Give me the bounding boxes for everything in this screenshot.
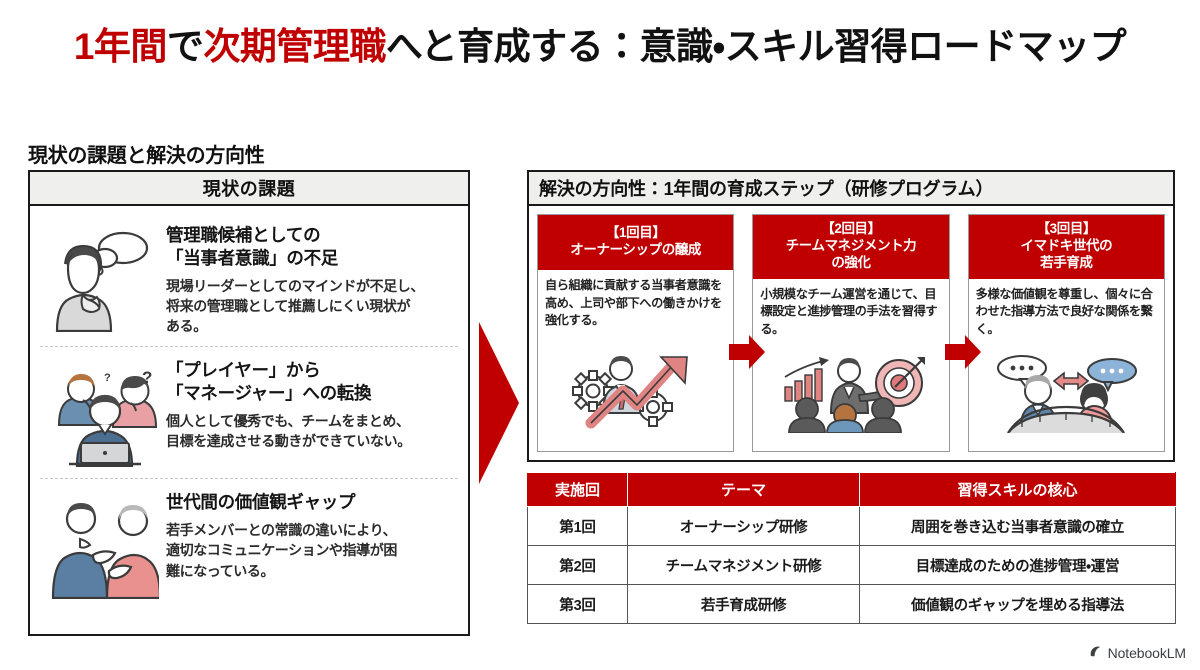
table-header-cell: 習得スキルの核心: [859, 472, 1176, 507]
issue-title: 管理職候補としての 「当事者意識」の不足: [166, 225, 338, 268]
confused-team-icon: ? ?: [44, 357, 162, 468]
table-cell-skill: 目標達成のための進捗管理・運営: [859, 545, 1176, 585]
title-segment-4: へと育成する：意識・スキル習得ロードマップ: [385, 26, 1127, 67]
table-cell-session: 第1回: [527, 506, 628, 546]
bridge-dialogue-icon: [969, 341, 1164, 451]
table-header-row: 実施回 テーマ 習得スキルの核心: [527, 472, 1176, 507]
current-issues-header: 現状の課題: [30, 172, 468, 206]
step-card: 【3回目】 イマドキ世代の 若手育成 多様な価値観を尊重し、個々に合わせた指導方…: [967, 214, 1165, 452]
step-card-header: 【3回目】 イマドキ世代の 若手育成: [968, 215, 1164, 279]
table-cell-session: 第2回: [527, 545, 628, 585]
issue-text-block: 管理職候補としての 「当事者意識」の不足 現場リーダーとしてのマインドが不足し、…: [162, 222, 454, 336]
step-card-header: 【1回目】 オーナーシップの醸成: [538, 215, 734, 270]
notebooklm-label: NotebookLM: [1107, 645, 1186, 661]
step-card: 【2回目】 チームマネジメント力 の強化 小規模なチーム運営を通じて、目標設定と…: [752, 214, 950, 452]
step-connector-arrow-icon: [727, 332, 767, 372]
issue-description: 現場リーダーとしてのマインドが不足し、 将来の管理職として推薦しにくい現状が あ…: [166, 277, 424, 335]
step-card-description: 小規模なチーム運営を通じて、目標設定と進捗管理の手法を習得する。: [760, 286, 938, 336]
issue-text-block: 「プレイヤー」から 「マネージャー」への転換 個人として優秀でも、チームをまとめ…: [162, 357, 454, 451]
issue-title: 「プレイヤー」から 「マネージャー」への転換: [166, 360, 372, 404]
page-title: 1年間で次期管理職へと育成する：意識・スキル習得ロードマップ: [0, 26, 1200, 69]
table-row: 第2回 チームマネジメント研修 目標達成のための進捗管理・運営: [527, 545, 1176, 585]
table-cell-theme: オーナーシップ研修: [627, 506, 860, 546]
issue-item: 管理職候補としての 「当事者意識」の不足 現場リーダーとしてのマインドが不足し、…: [40, 212, 458, 346]
step-connector-arrow-icon: [943, 332, 983, 372]
thinking-person-icon: [44, 222, 162, 332]
step-card-list: 【1回目】 オーナーシップの醸成 自ら組織に貢献する当事者意識を高め、上司や部下…: [529, 206, 1173, 460]
svg-text:?: ?: [104, 372, 111, 384]
issue-description: 若手メンバーとの常識の違いにより、 適切なコミュニケーションや指導が困 難になっ…: [166, 522, 397, 579]
title-segment-1: 1年間: [73, 26, 168, 67]
notebooklm-footer: NotebookLM: [1088, 644, 1186, 662]
table-header-cell: 実施回: [527, 472, 628, 507]
section-label: 現状の課題と解決の方向性: [28, 145, 265, 167]
issue-text-block: 世代間の価値観ギャップ 若手メンバーとの常識の違いにより、 適切なコミュニケーシ…: [162, 489, 454, 581]
title-segment-2: で: [166, 26, 204, 67]
schedule-table: 実施回 テーマ 習得スキルの核心 第1回 オーナーシップ研修 周囲を巻き込む当事…: [527, 472, 1176, 624]
step-card-description: 多様な価値観を尊重し、個々に合わせた指導方法で良好な関係を繋く。: [975, 286, 1153, 336]
issue-item: ? ? 「プレイヤー」から 「マネージャー」への転換 個人として優秀でも、チーム…: [40, 346, 458, 478]
table-cell-theme: チームマネジメント研修: [627, 545, 860, 585]
current-issues-panel: 現状の課題: [28, 170, 470, 636]
growth-gears-icon: [538, 332, 733, 451]
table-row: 第1回 オーナーシップ研修 周囲を巻き込む当事者意識の確立: [527, 506, 1176, 546]
step-card-header: 【2回目】 チームマネジメント力 の強化: [753, 215, 949, 279]
solution-steps-header: 解決の方向性：1年間の育成ステップ（研修プログラム）: [529, 172, 1173, 206]
team-target-icon: [753, 341, 948, 451]
svg-text:?: ?: [142, 368, 152, 387]
issue-list: 管理職候補としての 「当事者意識」の不足 現場リーダーとしてのマインドが不足し、…: [30, 206, 468, 616]
solution-steps-panel: 解決の方向性：1年間の育成ステップ（研修プログラム） 【1回目】 オーナーシップ…: [527, 170, 1175, 462]
step-card: 【1回目】 オーナーシップの醸成 自ら組織に貢献する当事者意識を高め、上司や部下…: [537, 214, 735, 452]
title-segment-3: 次期管理職: [203, 26, 386, 67]
issue-item: 世代間の価値観ギャップ 若手メンバーとの常識の違いにより、 適切なコミュニケーシ…: [40, 478, 458, 610]
issue-title: 世代間の価値観ギャップ: [166, 492, 356, 513]
step-card-description: 自ら組織に貢献する当事者意識を高め、上司や部下への働きかけを強化する。: [545, 278, 722, 328]
flow-arrow-right-icon: [477, 318, 521, 488]
table-row: 第3回 若手育成研修 価値観のギャップを埋める指導法: [527, 584, 1176, 624]
table-header-cell: テーマ: [627, 472, 860, 507]
table-cell-theme: 若手育成研修: [627, 584, 860, 624]
generation-gap-icon: [44, 489, 162, 600]
issue-description: 個人として優秀でも、チームをまとめ、 目標を達成させる動きができていない。: [166, 412, 411, 450]
notebooklm-spark-icon: [1088, 644, 1103, 662]
table-cell-skill: 価値観のギャップを埋める指導法: [859, 584, 1176, 624]
table-cell-skill: 周囲を巻き込む当事者意識の確立: [859, 506, 1176, 546]
table-cell-session: 第3回: [527, 584, 628, 624]
